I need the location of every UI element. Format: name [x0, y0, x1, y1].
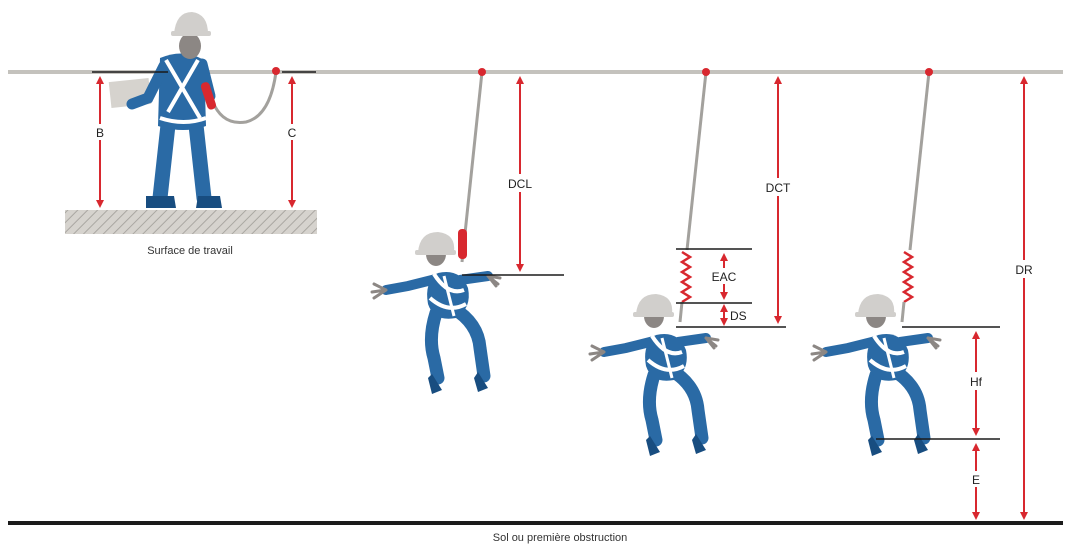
extended-shock-absorber-icon	[901, 250, 915, 304]
label-e: E	[972, 473, 980, 487]
falling-worker-1	[372, 68, 500, 394]
falling-worker-3	[812, 68, 940, 456]
label-dcl: DCL	[508, 177, 532, 191]
shock-absorber-icon	[200, 82, 217, 110]
falling-worker-icon	[372, 232, 500, 394]
label-dr: DR	[1015, 263, 1033, 277]
work-surface-platform	[65, 210, 317, 234]
anchor-point-icon	[925, 68, 933, 76]
falling-worker-icon	[812, 294, 940, 456]
work-surface-caption: Surface de travail	[147, 245, 233, 257]
falling-worker-2	[590, 68, 718, 456]
anchor-point-icon	[478, 68, 486, 76]
extended-shock-absorber-icon	[679, 250, 693, 304]
falling-worker-icon	[590, 294, 718, 456]
label-c: C	[288, 126, 297, 140]
standing-worker-icon	[108, 12, 280, 208]
label-dct: DCT	[766, 181, 791, 195]
label-ds: DS	[730, 309, 747, 323]
label-eac: EAC	[712, 270, 737, 284]
label-b: B	[96, 126, 104, 140]
shock-absorber-icon	[458, 229, 467, 259]
anchor-point-icon	[702, 68, 710, 76]
label-hf: Hf	[970, 375, 983, 389]
ground-caption: Sol ou première obstruction	[493, 532, 628, 544]
anchor-point-icon	[272, 67, 280, 75]
